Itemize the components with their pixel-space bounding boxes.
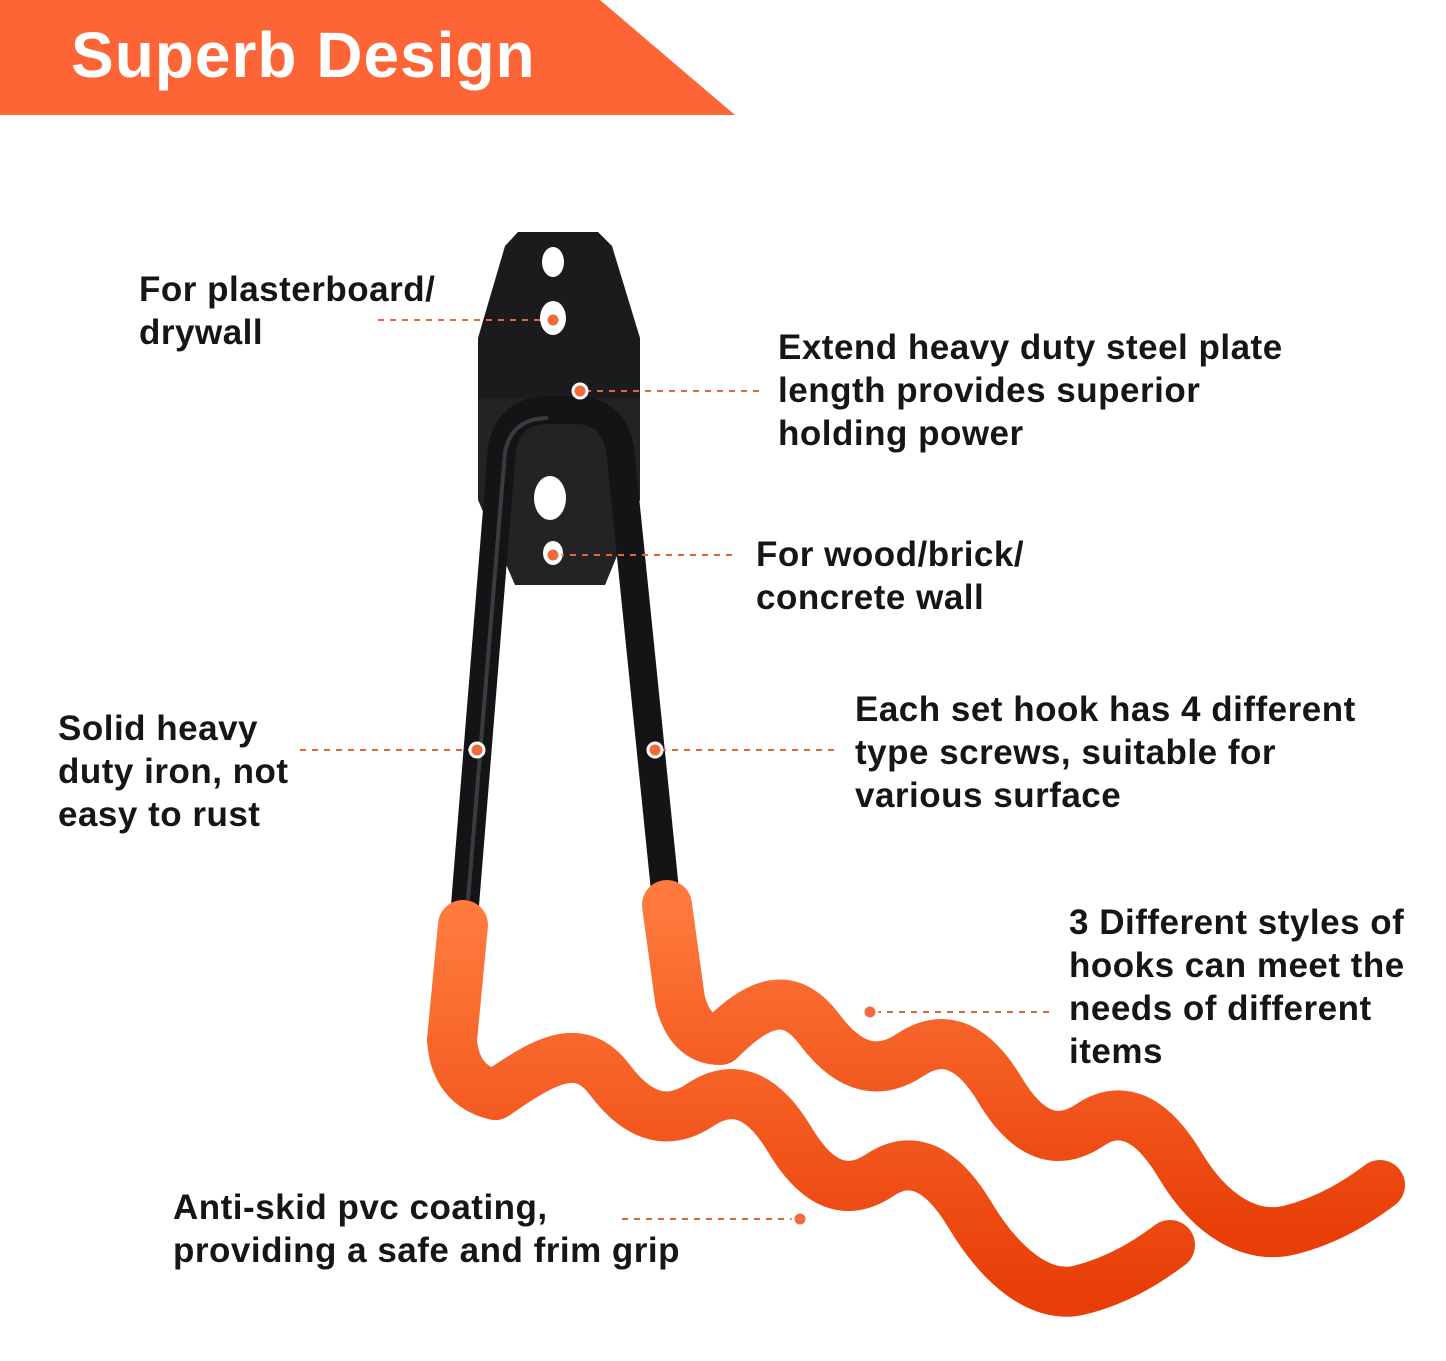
callout-steel-plate: Extend heavy duty steel plate length pro… <box>778 328 1283 453</box>
callout-dot-wood-brick <box>544 546 562 564</box>
callout-dot-iron <box>468 741 486 759</box>
iron-rod-highlight <box>466 416 549 901</box>
pvc-coating-back-hook <box>642 880 1405 1258</box>
pvc-coating-front-hook <box>427 900 1195 1317</box>
callout-wood-brick: For wood/brick/ concrete wall <box>756 535 1025 617</box>
callout-styles: 3 Different styles of hooks can meet the… <box>1069 903 1405 1071</box>
iron-rod <box>449 396 681 944</box>
callout-dot-steel-plate <box>571 382 589 400</box>
callout-coating: Anti-skid pvc coating, providing a safe … <box>173 1188 681 1270</box>
callout-screws: Each set hook has 4 different type screw… <box>855 690 1356 815</box>
title-banner <box>0 0 735 115</box>
callout-iron: Solid heavy duty iron, not easy to rust <box>58 709 289 834</box>
callout-dot-styles <box>861 1003 879 1021</box>
callout-dot-coating <box>791 1210 809 1228</box>
callout-dot-screws <box>646 741 664 759</box>
mount-hole-wood-upper <box>534 476 566 520</box>
callout-drywall: For plasterboard/ drywall <box>139 270 436 352</box>
banner-title: Superb Design <box>71 19 536 91</box>
mount-hole-top <box>542 247 564 277</box>
callout-dot-drywall <box>544 311 562 329</box>
